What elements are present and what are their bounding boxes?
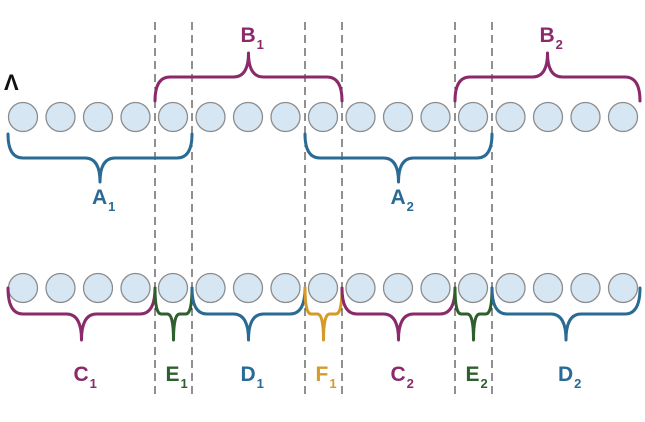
bottom-row-circle xyxy=(157,272,189,304)
label-d1-sub: 1 xyxy=(257,376,264,391)
top-row-circle xyxy=(82,101,114,133)
label-b1-sub: 1 xyxy=(257,37,264,52)
brace-a1 xyxy=(6,132,194,184)
label-c1: C1 xyxy=(74,363,97,391)
top-row-circle xyxy=(495,101,526,133)
bottom-row-circle xyxy=(570,272,601,304)
bottom-row-circle xyxy=(120,272,151,304)
brace-b1 xyxy=(153,51,344,103)
top-row-circle xyxy=(307,101,339,133)
brace-e2 xyxy=(453,286,494,342)
top-row-circle xyxy=(420,101,451,133)
brace-c1 xyxy=(6,286,157,342)
brace-d2 xyxy=(490,286,642,342)
top-row-circle xyxy=(45,101,76,133)
label-e2: E2 xyxy=(466,363,488,391)
label-f1: F1 xyxy=(316,363,337,391)
top-row-circle xyxy=(195,101,226,133)
label-d1: D1 xyxy=(241,363,264,391)
label-d2-sub: 2 xyxy=(574,376,581,391)
bottom-row-circle xyxy=(82,272,114,304)
bottom-row-circle xyxy=(607,272,639,304)
dividers xyxy=(154,22,493,395)
bottom-row-circle xyxy=(270,272,301,304)
bottom-row xyxy=(7,272,639,304)
bottom-row-circle xyxy=(45,272,76,304)
label-f1-sub: 1 xyxy=(329,376,336,391)
label-e1-sub: 1 xyxy=(181,376,188,391)
top-row-circle xyxy=(532,101,564,133)
label-a2-sub: 2 xyxy=(407,199,414,214)
top-row-circle xyxy=(232,101,264,133)
bottom-row-circle xyxy=(345,272,376,304)
label-a2: A2 xyxy=(391,186,414,214)
label-b2: B2 xyxy=(540,24,563,52)
label-d2: D2 xyxy=(558,363,581,391)
brace-a2 xyxy=(303,132,494,184)
label-c1-sub: 1 xyxy=(90,376,97,391)
label-b2-sub: 2 xyxy=(556,37,563,52)
bottom-row-circle xyxy=(195,272,226,304)
bottom-row-circle xyxy=(457,272,489,304)
top-row-circle xyxy=(157,101,189,133)
top-row-circle xyxy=(570,101,601,133)
bottom-row-circle xyxy=(532,272,564,304)
label-a1: A1 xyxy=(92,186,115,214)
top-row-circle xyxy=(7,101,39,133)
bottom-row-circle xyxy=(232,272,264,304)
brace-d1 xyxy=(190,286,307,342)
label-c2: C2 xyxy=(391,363,414,391)
top-row-circle xyxy=(382,101,414,133)
label-b1: B1 xyxy=(241,24,264,52)
top-row-circle xyxy=(270,101,301,133)
bottom-row-circle xyxy=(382,272,414,304)
bottom-row-circle xyxy=(420,272,451,304)
lambda-symbol: Λ xyxy=(4,70,19,95)
label-c2-sub: 2 xyxy=(407,376,414,391)
brace-f1 xyxy=(303,286,344,342)
label-e1: E1 xyxy=(166,363,188,391)
top-row-circle xyxy=(457,101,489,133)
brace-c2 xyxy=(340,286,457,342)
brace-e1 xyxy=(153,286,194,342)
top-row xyxy=(7,101,639,133)
label-a1-sub: 1 xyxy=(108,199,115,214)
bottom-row-circle xyxy=(307,272,339,304)
top-row-circle xyxy=(120,101,151,133)
top-row-circle xyxy=(345,101,376,133)
bottom-row-circle xyxy=(495,272,526,304)
label-e2-sub: 2 xyxy=(481,376,488,391)
brace-b2 xyxy=(453,51,642,103)
top-row-circle xyxy=(607,101,639,133)
bottom-row-circle xyxy=(7,272,39,304)
